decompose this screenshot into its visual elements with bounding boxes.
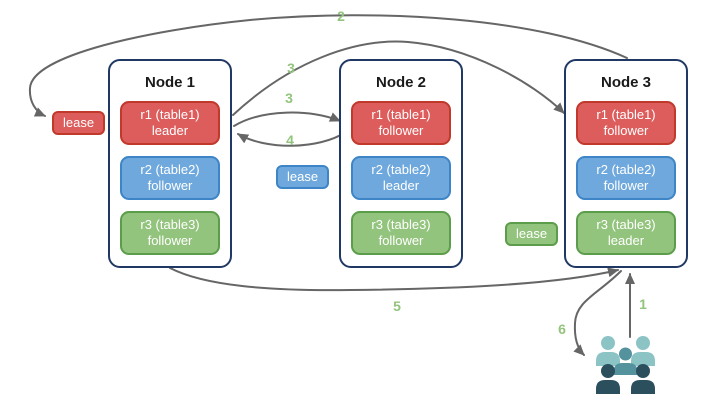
step-label-3b: 3	[285, 90, 293, 106]
node-2-title: Node 2	[375, 74, 426, 91]
node-1-title: Node 1	[144, 74, 195, 91]
arrow-step-2	[28, 14, 628, 117]
replica-role: follower	[378, 233, 424, 248]
step-label-4: 4	[286, 132, 294, 148]
node-1-replica-r1: r1 (table1) leader	[120, 101, 220, 145]
step-label-1: 1	[639, 296, 647, 312]
node-2-replica-r1: r1 (table1) follower	[351, 101, 451, 145]
node-3-title: Node 3	[600, 74, 651, 91]
replica-role: leader	[607, 233, 645, 248]
replica-role: follower	[378, 123, 424, 138]
step-label-2: 2	[337, 8, 345, 24]
node-3-replica-r2: r2 (table2) follower	[576, 156, 676, 200]
replica-name: r1 (table1)	[596, 107, 656, 122]
replica-role: follower	[147, 178, 193, 193]
replica-name: r3 (table3)	[596, 217, 656, 232]
node-3-replica-r3: r3 (table3) leader	[576, 211, 676, 255]
arrow-step-3-to-node2	[233, 111, 341, 127]
node-2: Node 2 r1 (table1) follower r2 (table2) …	[339, 59, 463, 268]
lease-badge-table1: lease	[52, 111, 106, 135]
replica-role: follower	[147, 233, 193, 248]
node-2-replica-r2: r2 (table2) leader	[351, 156, 451, 200]
replica-name: r3 (table3)	[140, 217, 200, 232]
arrow-step-3-to-node3	[232, 40, 565, 116]
users-group-icon	[596, 336, 655, 394]
step-label-3a: 3	[287, 60, 295, 76]
node-3: Node 3 r1 (table1) follower r2 (table2) …	[564, 59, 688, 268]
replica-name: r2 (table2)	[596, 162, 656, 177]
replica-name: r3 (table3)	[371, 217, 431, 232]
replica-role: follower	[603, 178, 649, 193]
replica-name: r1 (table1)	[140, 107, 200, 122]
lease-badge-table3: lease	[505, 222, 559, 246]
lease-badge-table2: lease	[276, 165, 330, 189]
replica-name: r2 (table2)	[140, 162, 200, 177]
arrow-step-5	[169, 267, 619, 292]
step-label-5: 5	[393, 298, 401, 314]
node-1-replica-r3: r3 (table3) follower	[120, 211, 220, 255]
node-1-replica-r2: r2 (table2) follower	[120, 156, 220, 200]
arrow-step-4	[237, 131, 347, 147]
node-1: Node 1 r1 (table1) leader r2 (table2) fo…	[108, 59, 232, 268]
arrow-step-6	[573, 270, 622, 356]
replica-role: follower	[603, 123, 649, 138]
step-label-6: 6	[558, 321, 566, 337]
replica-name: r1 (table1)	[371, 107, 431, 122]
replica-role: leader	[151, 123, 189, 138]
node-3-replica-r1: r1 (table1) follower	[576, 101, 676, 145]
replica-role: leader	[382, 178, 420, 193]
node-2-replica-r3: r3 (table3) follower	[351, 211, 451, 255]
replica-name: r2 (table2)	[371, 162, 431, 177]
